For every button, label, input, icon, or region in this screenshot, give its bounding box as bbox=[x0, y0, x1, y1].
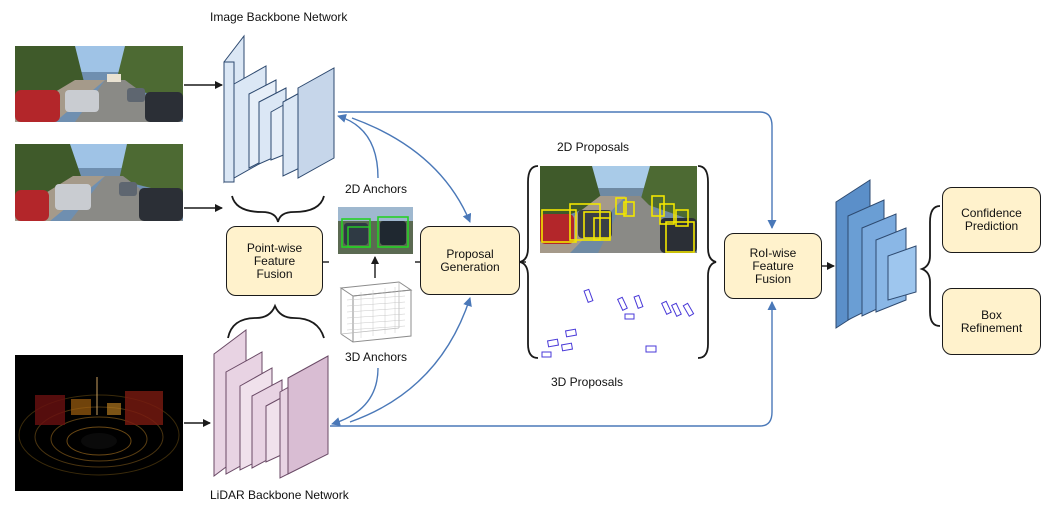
proposals-3d-boxes bbox=[541, 288, 695, 358]
anchors-3d-image bbox=[337, 278, 415, 344]
lidar-backbone-network bbox=[213, 329, 329, 479]
camera-image-top bbox=[15, 46, 183, 122]
image-backbone-title: Image Backbone Network bbox=[210, 10, 348, 24]
anchors-3d-label: 3D Anchors bbox=[345, 350, 408, 364]
camera-image-bottom bbox=[15, 144, 183, 221]
lidar-point-cloud bbox=[15, 355, 183, 491]
head-network bbox=[835, 179, 917, 329]
point-wise-feature-fusion-node: Point-wise Feature Fusion bbox=[226, 226, 323, 296]
confidence-prediction-node: Confidence Prediction bbox=[942, 187, 1041, 253]
anchors-2d-label: 2D Anchors bbox=[345, 182, 408, 196]
proposals-3d-label: 3D Proposals bbox=[551, 375, 624, 389]
lidar-backbone-title: LiDAR Backbone Network bbox=[210, 488, 349, 502]
image-backbone-network bbox=[223, 34, 335, 184]
box-refinement-node: Box Refinement bbox=[942, 288, 1041, 355]
proposals-2d-label: 2D Proposals bbox=[557, 140, 630, 154]
proposals-2d-image bbox=[540, 166, 697, 253]
proposal-generation-node: Proposal Generation bbox=[420, 226, 520, 295]
roi-wise-feature-fusion-node: RoI-wise Feature Fusion bbox=[724, 233, 822, 299]
anchors-2d-image bbox=[338, 207, 413, 254]
